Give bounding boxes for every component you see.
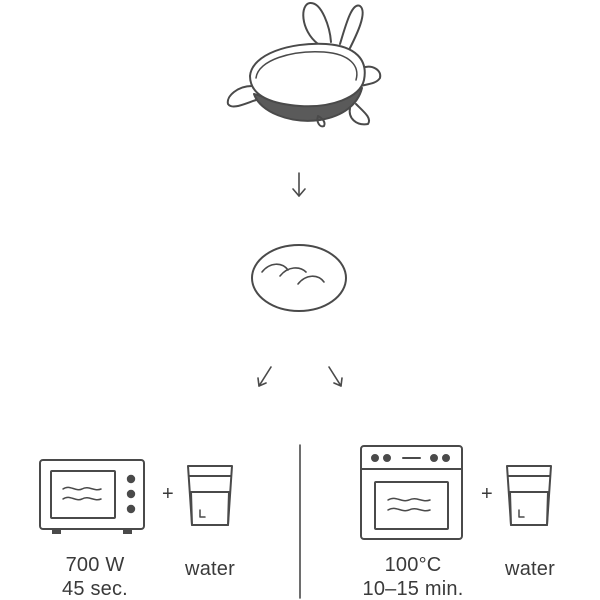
- microwave-icon: [39, 459, 145, 534]
- microwave-power-label: 700 W: [65, 554, 125, 576]
- top-body: [249, 42, 366, 108]
- microwave-time-label: 45 sec.: [62, 578, 128, 600]
- water-glass-icon: [187, 465, 233, 526]
- left-flipper: [226, 85, 257, 108]
- toy-illustration: [226, 2, 382, 128]
- oven-icon: [360, 445, 463, 540]
- microwave-plus-sign: +: [162, 483, 174, 505]
- split-arrow-right: [328, 366, 343, 387]
- split-arrow-left: [257, 366, 272, 387]
- right-flipper: [359, 65, 382, 87]
- oven-water-label: water: [505, 558, 555, 580]
- oven-plus-sign: +: [481, 483, 493, 505]
- body-outline: [255, 51, 358, 81]
- microwave-water-label: water: [185, 558, 235, 580]
- oven-time-label: 10–15 min.: [362, 578, 464, 600]
- left-ear: [302, 2, 332, 45]
- right-ear: [339, 4, 364, 49]
- filling-pack-illustration: [251, 244, 347, 312]
- down-arrow: [292, 172, 306, 197]
- oven-temperature-label: 100°C: [384, 554, 442, 576]
- water-glass-icon-2: [506, 465, 552, 526]
- zipper-pull: [316, 115, 326, 128]
- bottom-paw: [348, 103, 370, 126]
